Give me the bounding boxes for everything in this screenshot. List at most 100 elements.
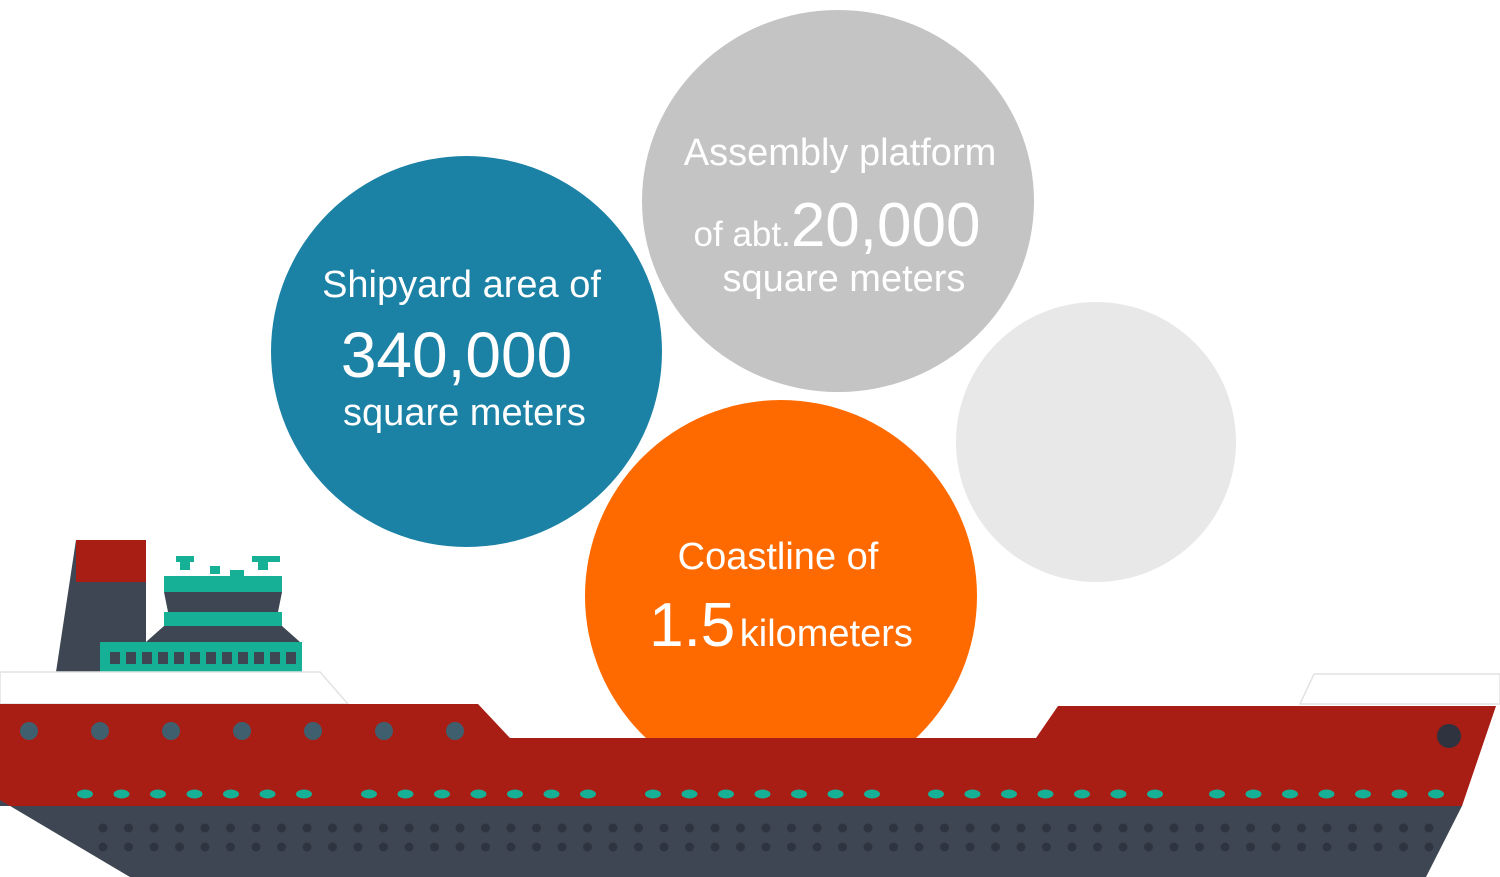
stripe-dot bbox=[718, 789, 734, 799]
hull-dot bbox=[124, 842, 133, 852]
hull-dot bbox=[124, 823, 133, 833]
hull-dot bbox=[1093, 823, 1102, 833]
hull-dot bbox=[1195, 823, 1204, 833]
stripe-dot bbox=[1037, 789, 1054, 799]
stripe-dot bbox=[1391, 789, 1408, 799]
hull-dot bbox=[787, 823, 796, 833]
porthole bbox=[91, 722, 109, 740]
stripe-dot bbox=[681, 789, 698, 799]
hull-dot bbox=[1246, 823, 1255, 833]
coastline-unit: kilometers bbox=[739, 613, 913, 655]
hull-dot bbox=[838, 823, 847, 833]
hull-dot bbox=[914, 842, 924, 852]
hull-dot bbox=[991, 823, 1000, 833]
hull-dot bbox=[1297, 823, 1306, 833]
hull-dot bbox=[761, 823, 771, 833]
hull-dot bbox=[863, 842, 873, 852]
hull-dot bbox=[1373, 823, 1383, 833]
stripe-dot bbox=[434, 789, 450, 799]
shipyard-area-bubble: Shipyard area of 340,000 square meters bbox=[271, 156, 662, 547]
hull-dot bbox=[1144, 823, 1153, 833]
stripe-dot bbox=[1110, 789, 1127, 799]
hull-dot bbox=[659, 842, 669, 852]
stripe-dot bbox=[928, 789, 944, 799]
shipyard-line1: Shipyard area of bbox=[322, 264, 601, 306]
stripe-dot bbox=[1428, 789, 1444, 799]
stripe-dot bbox=[1147, 789, 1163, 799]
hull-dot bbox=[889, 823, 898, 833]
hull-dot bbox=[1220, 842, 1230, 852]
stripe-dot bbox=[113, 789, 130, 799]
decorative-bubble bbox=[956, 302, 1236, 582]
assembly-prefix: of abt. bbox=[693, 215, 791, 254]
hull-dot bbox=[149, 842, 159, 852]
hull-dot bbox=[481, 842, 490, 852]
stripe-dot bbox=[964, 789, 981, 799]
hull-dot bbox=[1220, 823, 1230, 833]
hull-dot bbox=[379, 842, 388, 852]
porthole bbox=[20, 722, 38, 740]
hull-dot bbox=[965, 823, 975, 833]
stripe-dot bbox=[507, 789, 523, 799]
hull-dot bbox=[506, 823, 516, 833]
assembly-value: 20,000 bbox=[790, 191, 981, 260]
hull-dot bbox=[761, 842, 771, 852]
hull-dot bbox=[608, 823, 618, 833]
coastline-line2: 1.5 kilometers bbox=[585, 590, 977, 661]
hull-dot bbox=[1424, 842, 1434, 852]
hull-dot bbox=[226, 823, 235, 833]
hull-dot bbox=[353, 823, 363, 833]
hull-dot bbox=[1118, 823, 1128, 833]
stripe-dot bbox=[259, 789, 276, 799]
hull-dot bbox=[328, 823, 337, 833]
hull-dot bbox=[685, 823, 694, 833]
stripe-dot bbox=[827, 789, 844, 799]
hull-dot bbox=[812, 842, 822, 852]
stripe-dot bbox=[791, 789, 807, 799]
hull-dot bbox=[1093, 842, 1102, 852]
assembly-line2: of abt.20,000 bbox=[640, 190, 1034, 261]
hull-dot bbox=[200, 823, 210, 833]
hull-dot bbox=[1042, 842, 1051, 852]
hull-dot bbox=[736, 823, 745, 833]
stripe-dot bbox=[470, 789, 487, 799]
hull-dot bbox=[430, 842, 439, 852]
hull-dot bbox=[863, 823, 873, 833]
stripe-dot bbox=[397, 789, 414, 799]
stripe-dot bbox=[1318, 789, 1335, 799]
hull-dot bbox=[812, 823, 822, 833]
hull-dot bbox=[175, 823, 184, 833]
hull-dot bbox=[1016, 842, 1026, 852]
stripe-dot bbox=[1209, 789, 1225, 799]
stripe-dot bbox=[296, 789, 312, 799]
stripe-dot bbox=[186, 789, 203, 799]
hull-dot bbox=[1169, 823, 1179, 833]
hull-dot bbox=[1348, 842, 1357, 852]
porthole bbox=[446, 722, 464, 740]
hull-dot bbox=[991, 842, 1000, 852]
hull-dot bbox=[965, 842, 975, 852]
hull-dot bbox=[710, 842, 720, 852]
hull-dot bbox=[328, 842, 337, 852]
hull-dot bbox=[583, 823, 592, 833]
hull-dot bbox=[302, 823, 312, 833]
hull-dot bbox=[1399, 842, 1408, 852]
stripe-dot bbox=[1245, 789, 1262, 799]
stripe-dot bbox=[1282, 789, 1298, 799]
hull-dot bbox=[277, 842, 286, 852]
hull-dot bbox=[889, 842, 898, 852]
hull-dot bbox=[455, 842, 465, 852]
hull-dot bbox=[583, 842, 592, 852]
hull-dot bbox=[557, 842, 567, 852]
hull-dot bbox=[710, 823, 720, 833]
hull-dot bbox=[302, 842, 312, 852]
hull-dot bbox=[430, 823, 439, 833]
stripe-dot bbox=[645, 789, 661, 799]
hull-dot bbox=[149, 823, 159, 833]
hull-dot bbox=[379, 823, 388, 833]
hull-dot bbox=[1042, 823, 1051, 833]
stripe-dot bbox=[543, 789, 560, 799]
porthole bbox=[304, 722, 322, 740]
hull-dot bbox=[1067, 842, 1077, 852]
